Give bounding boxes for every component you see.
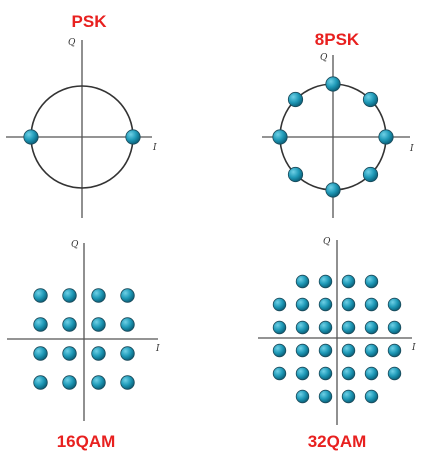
constellation-point-icon — [91, 288, 106, 303]
constellation-point-icon — [62, 375, 77, 390]
constellation-point-icon — [295, 366, 310, 381]
points-psk — [23, 129, 141, 145]
constellation-point-icon — [33, 288, 48, 303]
constellation-point-icon — [295, 274, 310, 289]
constellation-point-icon — [272, 320, 287, 335]
constellation-point-icon — [341, 274, 356, 289]
q-axis-label-psk: Q — [68, 38, 76, 48]
i-axis-label-psk: I — [152, 143, 157, 153]
constellation-point-icon — [362, 91, 379, 108]
panel-8psk: 8PSK Q I — [262, 30, 414, 218]
constellation-point-icon — [295, 343, 310, 358]
constellation-point-icon — [362, 166, 379, 183]
constellation-point-icon — [364, 389, 379, 404]
constellation-point-icon — [120, 288, 135, 303]
constellation-point-icon — [341, 343, 356, 358]
constellation-point-icon — [62, 317, 77, 332]
constellation-point-icon — [318, 274, 333, 289]
constellation-point-icon — [120, 346, 135, 361]
constellation-point-icon — [120, 317, 135, 332]
constellation-point-icon — [341, 366, 356, 381]
constellation-point-icon — [325, 76, 341, 92]
panel-16qam: Q I 16QAM — [7, 240, 160, 451]
constellation-point-icon — [341, 389, 356, 404]
constellation-point-icon — [364, 320, 379, 335]
constellation-point-icon — [33, 346, 48, 361]
constellation-point-icon — [272, 297, 287, 312]
panel-title-8psk: 8PSK — [315, 30, 360, 49]
constellation-point-icon — [62, 288, 77, 303]
q-axis-label-32qam: Q — [323, 237, 331, 247]
i-axis-label-16qam: I — [155, 344, 160, 354]
constellation-point-icon — [91, 317, 106, 332]
constellation-point-icon — [378, 129, 394, 145]
constellation-point-icon — [125, 129, 141, 145]
constellation-point-icon — [272, 129, 288, 145]
i-axis-label-8psk: I — [409, 144, 414, 154]
constellation-point-icon — [364, 343, 379, 358]
constellation-point-icon — [364, 366, 379, 381]
constellation-point-icon — [364, 274, 379, 289]
i-axis-label-32qam: I — [411, 343, 416, 353]
constellation-point-icon — [318, 343, 333, 358]
points-8psk — [272, 76, 394, 198]
panel-title-16qam: 16QAM — [57, 432, 116, 451]
constellation-point-icon — [318, 389, 333, 404]
constellation-point-icon — [387, 320, 402, 335]
constellation-point-icon — [318, 297, 333, 312]
q-axis-label-8psk: Q — [320, 53, 328, 63]
panel-psk: PSK Q I — [6, 12, 157, 218]
panel-32qam: Q I 32QAM — [258, 237, 416, 451]
constellation-point-icon — [23, 129, 39, 145]
constellation-point-icon — [364, 297, 379, 312]
points-16qam — [33, 288, 135, 390]
constellation-point-icon — [287, 166, 304, 183]
constellation-point-icon — [295, 297, 310, 312]
constellation-point-icon — [325, 182, 341, 198]
constellation-point-icon — [62, 346, 77, 361]
constellation-point-icon — [295, 320, 310, 335]
constellation-point-icon — [287, 91, 304, 108]
constellation-point-icon — [272, 343, 287, 358]
constellation-point-icon — [120, 375, 135, 390]
constellation-point-icon — [272, 366, 287, 381]
constellation-point-icon — [33, 375, 48, 390]
constellation-point-icon — [295, 389, 310, 404]
constellation-point-icon — [318, 320, 333, 335]
constellation-point-icon — [33, 317, 48, 332]
constellation-point-icon — [341, 320, 356, 335]
constellation-point-icon — [318, 366, 333, 381]
panel-title-32qam: 32QAM — [308, 432, 367, 451]
constellation-point-icon — [387, 343, 402, 358]
constellation-point-icon — [387, 297, 402, 312]
points-32qam — [272, 274, 402, 404]
q-axis-label-16qam: Q — [71, 240, 79, 250]
panel-title-psk: PSK — [72, 12, 108, 31]
constellation-point-icon — [91, 346, 106, 361]
constellation-point-icon — [341, 297, 356, 312]
constellation-point-icon — [387, 366, 402, 381]
constellation-point-icon — [91, 375, 106, 390]
